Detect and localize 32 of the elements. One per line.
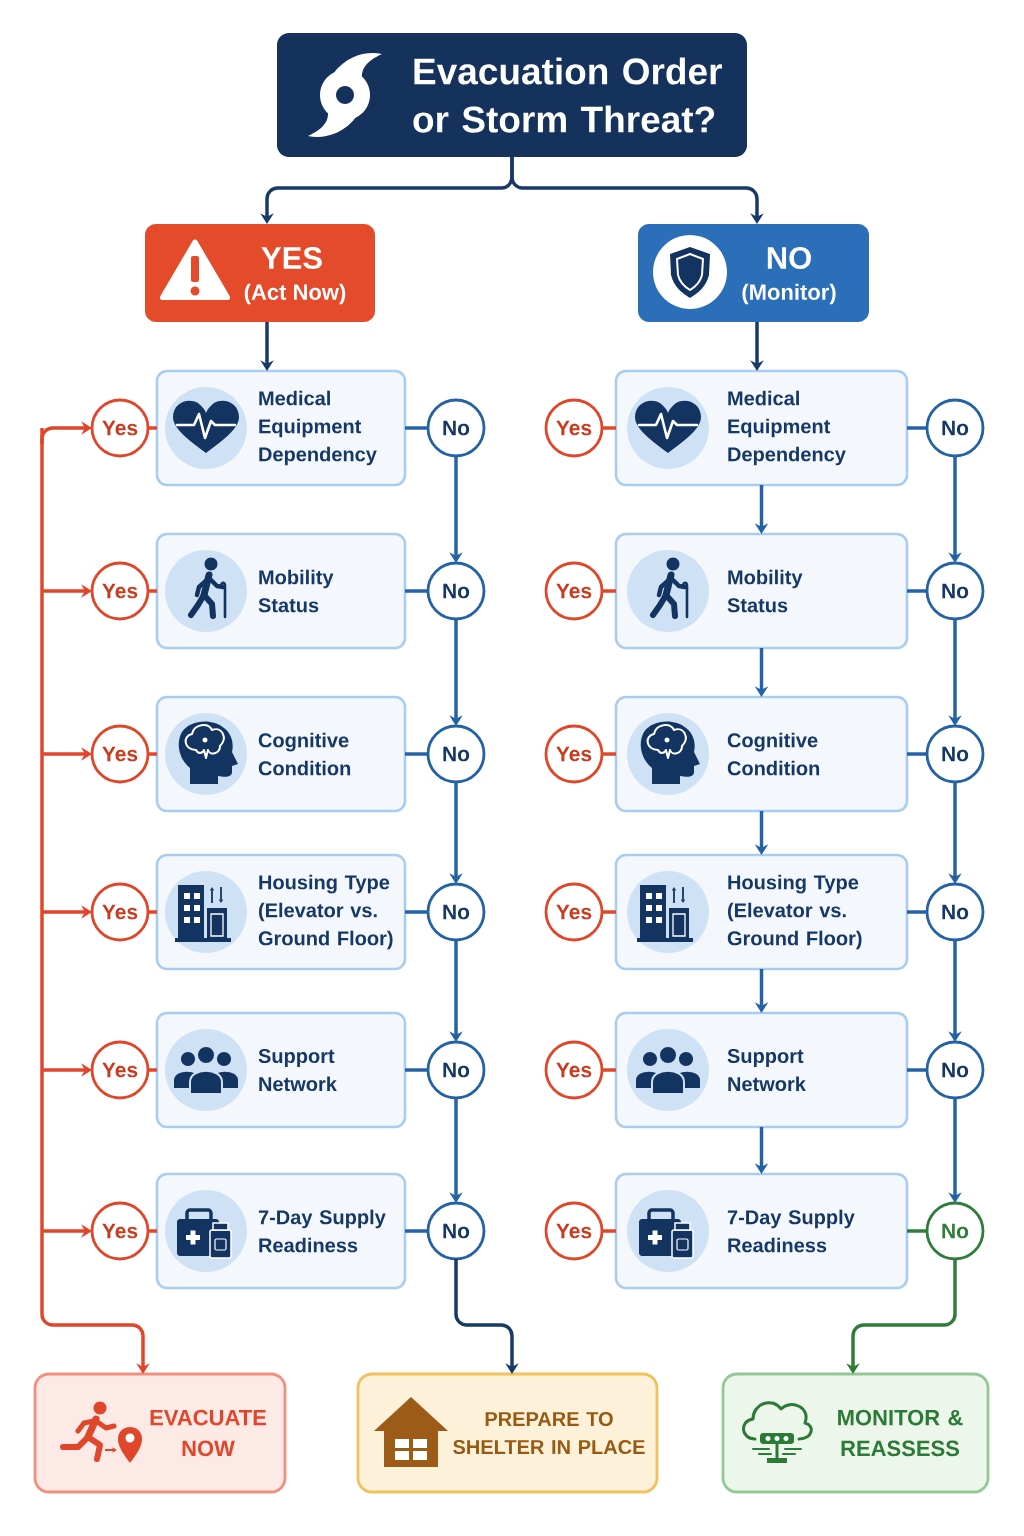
- connector-line: [148, 1068, 157, 1072]
- outcome-box: MONITOR & REASSESS: [721, 1372, 990, 1494]
- arrow: [40, 428, 150, 1374]
- connector-line: [602, 1068, 616, 1072]
- arrow: [454, 1259, 519, 1374]
- connector-line: [602, 752, 616, 756]
- connector-line: [148, 589, 157, 593]
- connector-line: [602, 910, 616, 914]
- connector-line: [405, 752, 428, 756]
- outcome-box: EVACUATE NOW: [33, 1372, 287, 1494]
- connector-line: [405, 426, 428, 430]
- decision-box: Evacuation Order or Storm Threat?: [277, 33, 747, 157]
- connector-line: [405, 910, 428, 914]
- connector-line: [907, 1229, 927, 1233]
- connector-line: [405, 1068, 428, 1072]
- connector-line: [602, 1229, 616, 1233]
- connector-line: [148, 752, 157, 756]
- connector-line: [602, 589, 616, 593]
- connector-line: [907, 910, 927, 914]
- connector-line: [148, 1229, 157, 1233]
- connector-line: [907, 752, 927, 756]
- connector-line: [405, 589, 428, 593]
- connector-line: [148, 426, 157, 430]
- connector-line: [907, 1068, 927, 1072]
- branch-box: YES (Act Now): [145, 224, 375, 322]
- connector-line: [405, 1229, 428, 1233]
- connector-line: [602, 426, 616, 430]
- connector-line: [148, 910, 157, 914]
- outcome-box: PREPARE TO SHELTER IN PLACE: [356, 1372, 659, 1494]
- arrow: [510, 157, 764, 224]
- connector-line: [907, 589, 927, 593]
- connector-line: [907, 426, 927, 430]
